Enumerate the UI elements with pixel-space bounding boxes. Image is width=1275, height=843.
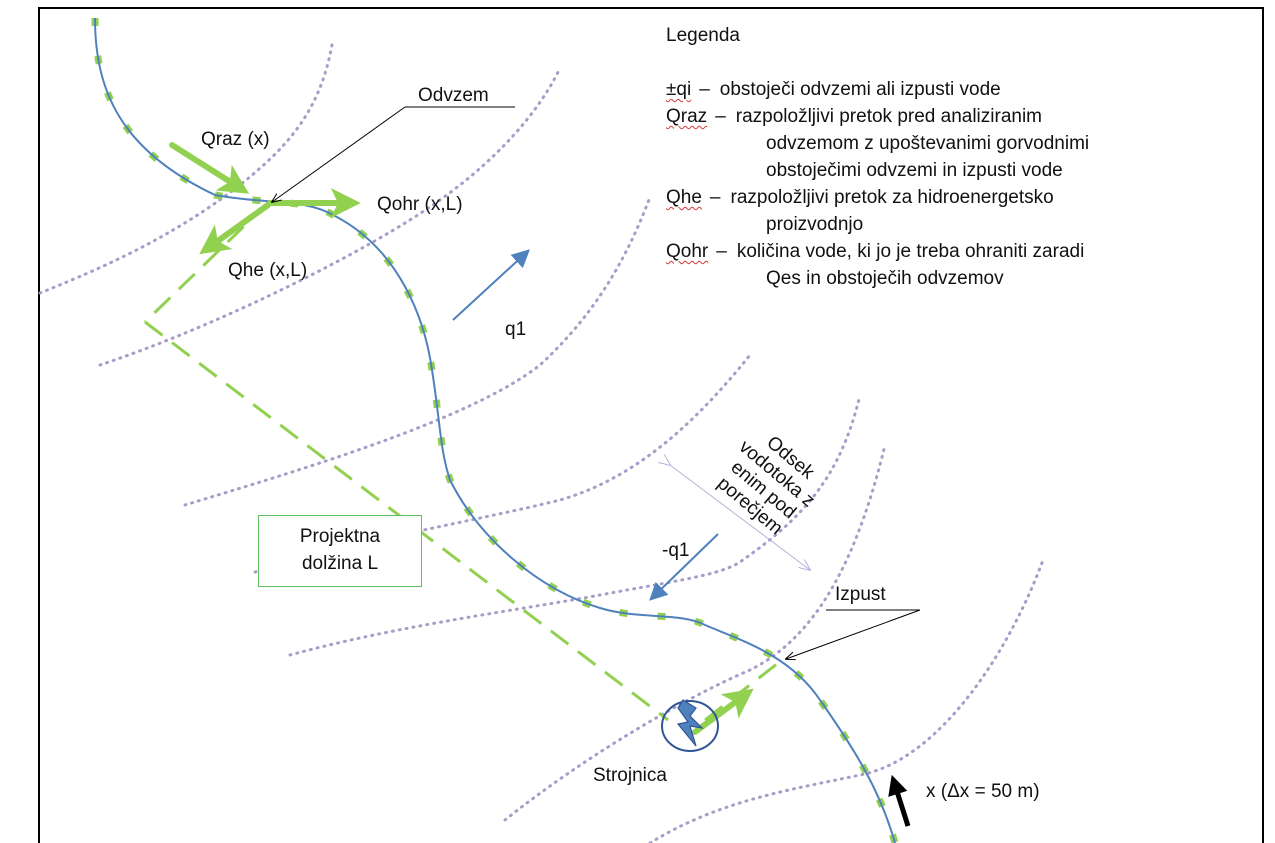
projektna-line-2: dolžina L xyxy=(301,553,379,574)
q1-label: q1 xyxy=(505,319,527,340)
river-centerline xyxy=(94,17,896,843)
legend-title: Legenda xyxy=(666,25,740,46)
river xyxy=(91,17,899,843)
odvzem-pointer xyxy=(272,106,406,202)
legend: Legenda ±qi–obstoječi odvzemi ali izpust… xyxy=(666,22,1089,292)
boundary-line-3 xyxy=(183,195,652,507)
legend-text: količina vode, ki jo je treba ohraniti z… xyxy=(736,241,1085,262)
lightning-bolt-icon xyxy=(676,699,704,747)
boundary-line-6 xyxy=(503,443,887,822)
legend-item-qraz: Qraz–razpoložljivi pretok pred analizira… xyxy=(666,103,1089,130)
projektna-dolzina-box: Projektna dolžina L xyxy=(258,515,422,587)
qraz-arrow xyxy=(169,142,250,194)
boundary-line-7 xyxy=(648,558,1045,843)
flow-arrows xyxy=(169,142,754,735)
legend-key: Qraz xyxy=(666,106,708,127)
qhe-label: Qhe (x,L) xyxy=(228,260,308,281)
x-direction-arrow xyxy=(888,774,911,827)
legend-key: Qhe xyxy=(666,187,702,208)
legend-text-cont: obstoječimi odvzemi in izpusti vode xyxy=(766,160,1063,181)
izpust-pointer xyxy=(786,609,921,659)
minus-q1-label: -q1 xyxy=(662,540,690,561)
izpust-label: Izpust xyxy=(835,584,886,605)
odvzem-label: Odvzem xyxy=(418,85,489,106)
section-extent-arrow xyxy=(670,465,810,570)
legend-text-cont: proizvodnjo xyxy=(766,214,864,235)
legend-item-qohr: Qohr–količina vode, ki jo je treba ohran… xyxy=(666,238,1089,265)
strojnica-label: Strojnica xyxy=(593,765,667,786)
legend-item-qi: ±qi–obstoječi odvzemi ali izpusti vode xyxy=(666,76,1089,103)
conduit-intake-branch xyxy=(143,201,270,324)
diagram-frame xyxy=(38,7,1264,843)
legend-dash: – xyxy=(699,79,710,100)
outlet-arrow xyxy=(692,688,754,735)
legend-text: razpoložljivi pretok pred analiziranim xyxy=(735,106,1043,127)
legend-text: obstoječi odvzemi ali izpusti vode xyxy=(719,79,1001,100)
x-axis-label: x (Δx = 50 m) xyxy=(926,781,1040,802)
legend-item-qhe: Qhe–razpoložljivi pretok za hidroenerget… xyxy=(666,184,1089,211)
legend-dash: – xyxy=(709,187,721,208)
legend-text: razpoložljivi pretok za hidroenergetsko xyxy=(730,187,1054,208)
conduit-outlet-branch xyxy=(704,658,783,722)
boundary-line-2 xyxy=(98,66,562,367)
boundary-line-1 xyxy=(38,43,334,295)
projektna-line-1: Projektna xyxy=(299,526,381,547)
legend-key: Qohr xyxy=(666,241,709,262)
conduit-main-line xyxy=(144,320,669,722)
qraz-label: Qraz (x) xyxy=(201,129,270,150)
qhe-arrow xyxy=(199,202,271,255)
boundary-line-5 xyxy=(288,393,862,657)
legend-key: ±qi xyxy=(666,79,692,100)
powerhouse-symbol xyxy=(661,699,719,752)
qohr-label: Qohr (x,L) xyxy=(377,194,463,215)
legend-text-cont: Qes in obstoječih odvzemov xyxy=(766,268,1004,289)
legend-text-cont: odvzemom z upoštevanimi gorvodnimi xyxy=(766,133,1090,154)
pointer-lines xyxy=(272,106,921,659)
legend-dash: – xyxy=(716,241,727,262)
q1-arrow xyxy=(452,249,530,321)
legend-dash: – xyxy=(715,106,726,127)
